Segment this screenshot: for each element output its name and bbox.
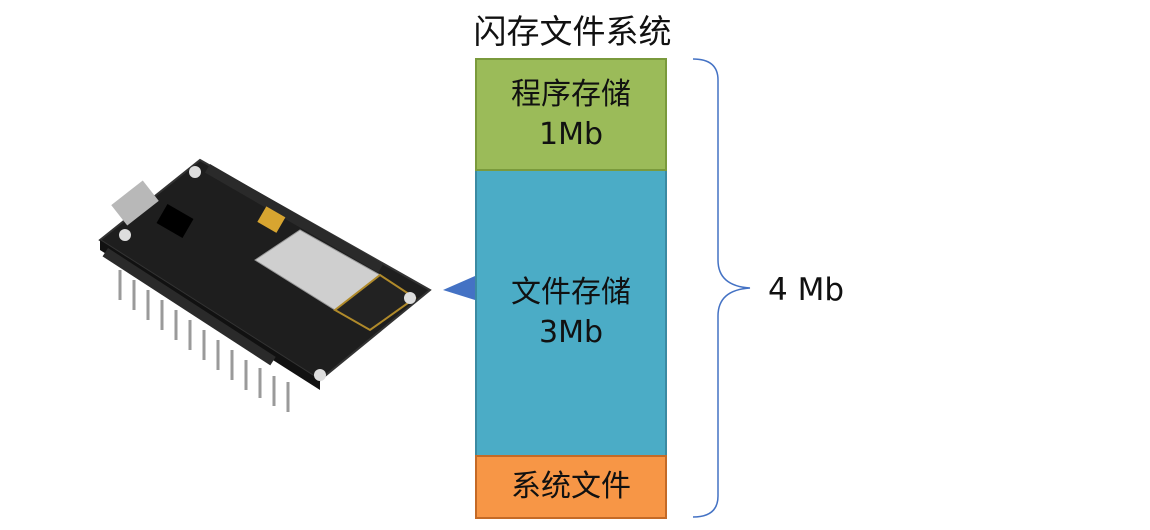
crystal [257,206,286,233]
system-files-block: 系统文件 [475,455,667,519]
usb-port [111,180,159,226]
pointer-triangle [443,276,475,300]
diagram-title: 闪存文件系统 [473,12,672,51]
block-label: 程序存储 [511,76,631,112]
board-pins [118,270,290,412]
curly-brace [692,58,751,518]
nodemcu-board-image [98,158,432,412]
block-label: 系统文件 [511,469,631,504]
block-size: 3Mb [538,315,603,350]
header-pins [102,164,384,366]
total-size-label: 4 Mb [768,272,845,308]
chip [156,203,194,239]
block-label: 文件存储 [511,275,631,310]
program-storage-block: 程序存储 1Mb [475,58,667,171]
block-size: 1Mb [538,116,603,152]
file-storage-block: 文件存储 3Mb [475,171,667,455]
